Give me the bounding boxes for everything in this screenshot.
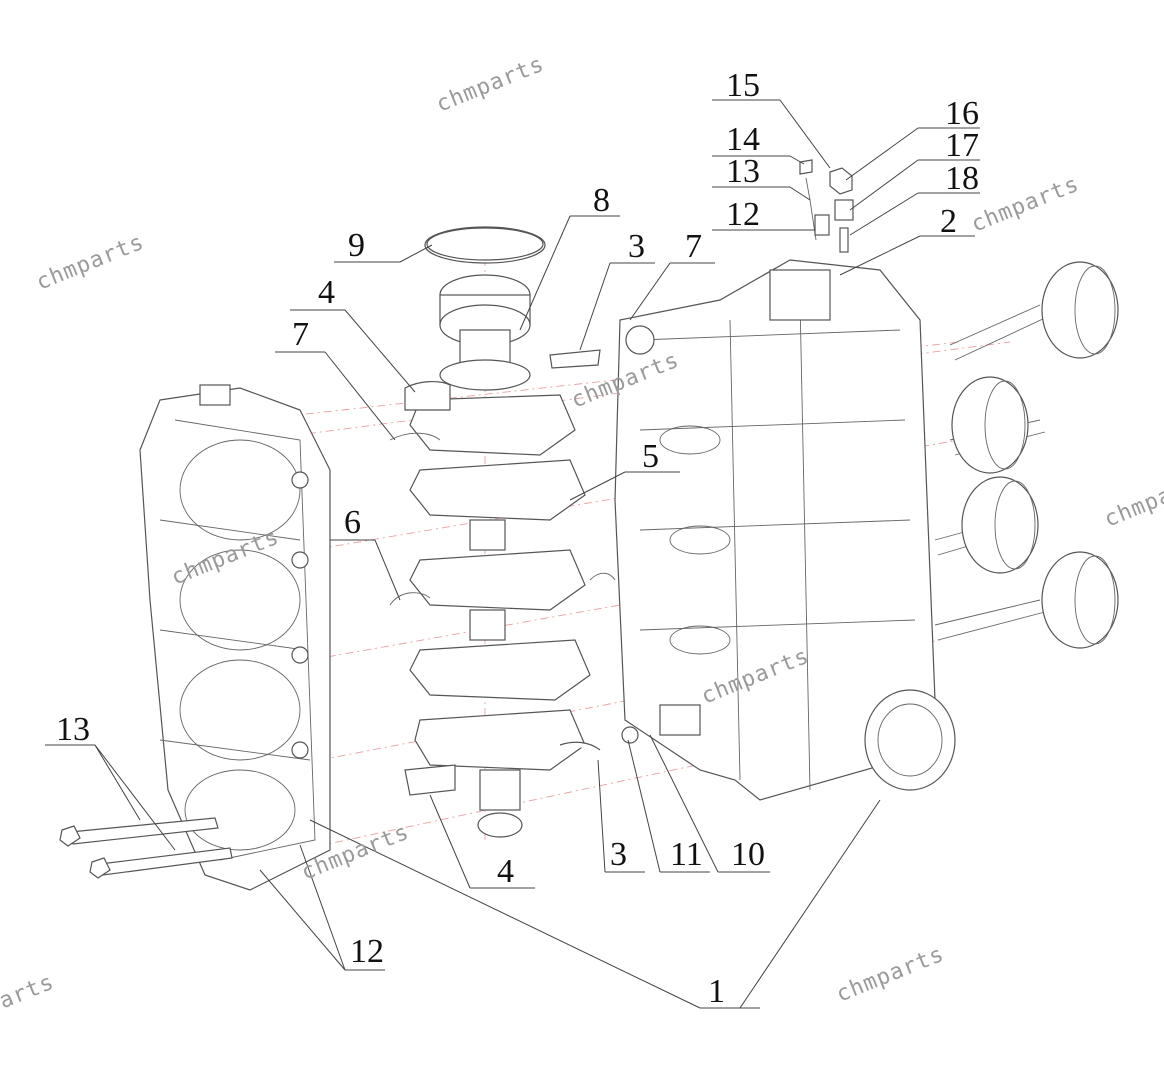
callout-5: 5: [642, 438, 659, 475]
crankshaft: [409, 226, 591, 838]
callout-4-top: 4: [318, 274, 335, 311]
small-fittings: [799, 159, 854, 253]
watermark: chmparts: [1101, 467, 1164, 533]
bearing-halves: [389, 349, 616, 796]
callout-9: 9: [348, 227, 365, 264]
callout-4-bottom: 4: [497, 853, 514, 890]
callout-7-left: 7: [292, 316, 309, 353]
callouts: 15 16 14 17 13 18 12 2 8 9 3 7 4 7 5 6 1…: [56, 67, 979, 1010]
watermark: chmparts: [33, 230, 148, 296]
callout-8: 8: [593, 182, 610, 219]
callout-14: 12: [726, 196, 760, 233]
long-bolts: [59, 817, 233, 879]
callout-6: 6: [344, 504, 361, 541]
callout-16: 14: [726, 121, 760, 158]
callout-10: 10: [731, 836, 765, 873]
callout-13: 13: [56, 711, 90, 748]
callout-3-top: 3: [628, 228, 645, 265]
left-block-cover: [139, 384, 331, 891]
callout-17: 15: [726, 67, 760, 104]
callout-11: 11: [670, 836, 703, 873]
watermark: chmparts: [0, 970, 58, 1036]
watermark: chmparts: [833, 942, 948, 1008]
callout-3-bottom: 3: [610, 836, 627, 873]
callout-19: 17: [945, 127, 979, 164]
callout-15: 13: [726, 153, 760, 190]
oil-seal-ring: [426, 227, 544, 261]
leader-lines: [45, 99, 980, 1009]
watermark: chmparts: [433, 52, 548, 118]
callout-20: 18: [945, 160, 979, 197]
callout-7-top: 7: [685, 228, 702, 265]
watermark: chmparts: [968, 172, 1083, 238]
callout-2: 2: [940, 203, 957, 240]
callout-18: 16: [945, 95, 979, 132]
crankcase-block: [614, 259, 956, 801]
pistons-and-rods: [934, 261, 1119, 649]
callout-12: 12: [350, 933, 384, 970]
callout-1: 1: [708, 973, 725, 1010]
